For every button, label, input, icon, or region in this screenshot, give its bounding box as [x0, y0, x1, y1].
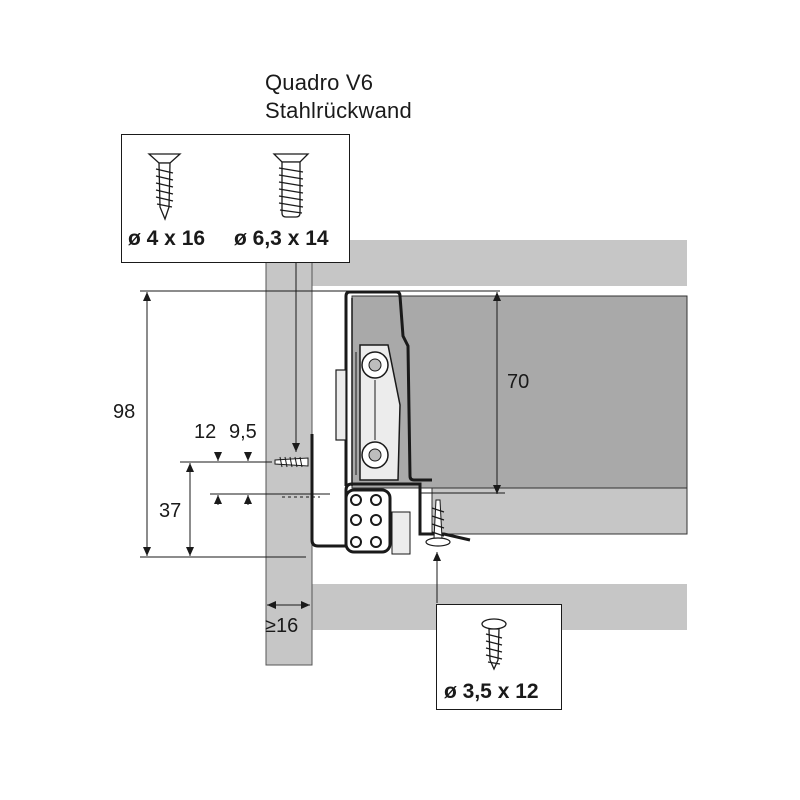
title-line-1: Quadro V6 — [265, 70, 374, 95]
pan-head-screw-icon — [481, 618, 507, 671]
top-shelf-panel — [312, 240, 687, 286]
runner-fixing-screw — [274, 456, 309, 468]
dim-total-height: 98 — [113, 401, 135, 423]
flat-head-screw-icon — [272, 153, 310, 218]
dim-drawer-side-height: 70 — [507, 371, 529, 393]
dim-offset-9-5: 9,5 — [229, 421, 257, 443]
dimension-lines — [140, 262, 505, 609]
dim-height-37: 37 — [159, 500, 181, 522]
drawer-bottom-screw — [425, 499, 451, 547]
screw-label-4x16: ø 4 x 16 — [128, 227, 205, 250]
screw-label-3-5x12: ø 3,5 x 12 — [444, 680, 539, 703]
dim-panel-thickness: ≥16 — [265, 615, 298, 637]
dim-offset-12: 12 — [194, 421, 216, 443]
countersunk-screw-icon — [147, 153, 182, 221]
top-screw-box-canvas: ø 4 x 16 ø 6,3 x 14 — [128, 153, 329, 250]
top-screw-box: ø 4 x 16 ø 6,3 x 14 — [121, 134, 350, 263]
steel-back-profile — [344, 290, 432, 486]
screw-label-6-3x14: ø 6,3 x 14 — [234, 227, 329, 250]
bottom-screw-box-canvas: ø 3,5 x 12 — [444, 618, 539, 703]
runner-roller-cage — [344, 488, 411, 555]
drawer-bottom-panel — [431, 487, 688, 535]
title-line-2: Stahlrückwand — [265, 98, 412, 123]
runner-rail — [310, 434, 471, 548]
rear-bracket — [335, 344, 401, 481]
bottom-screw-box: ø 3,5 x 12 — [436, 604, 562, 710]
